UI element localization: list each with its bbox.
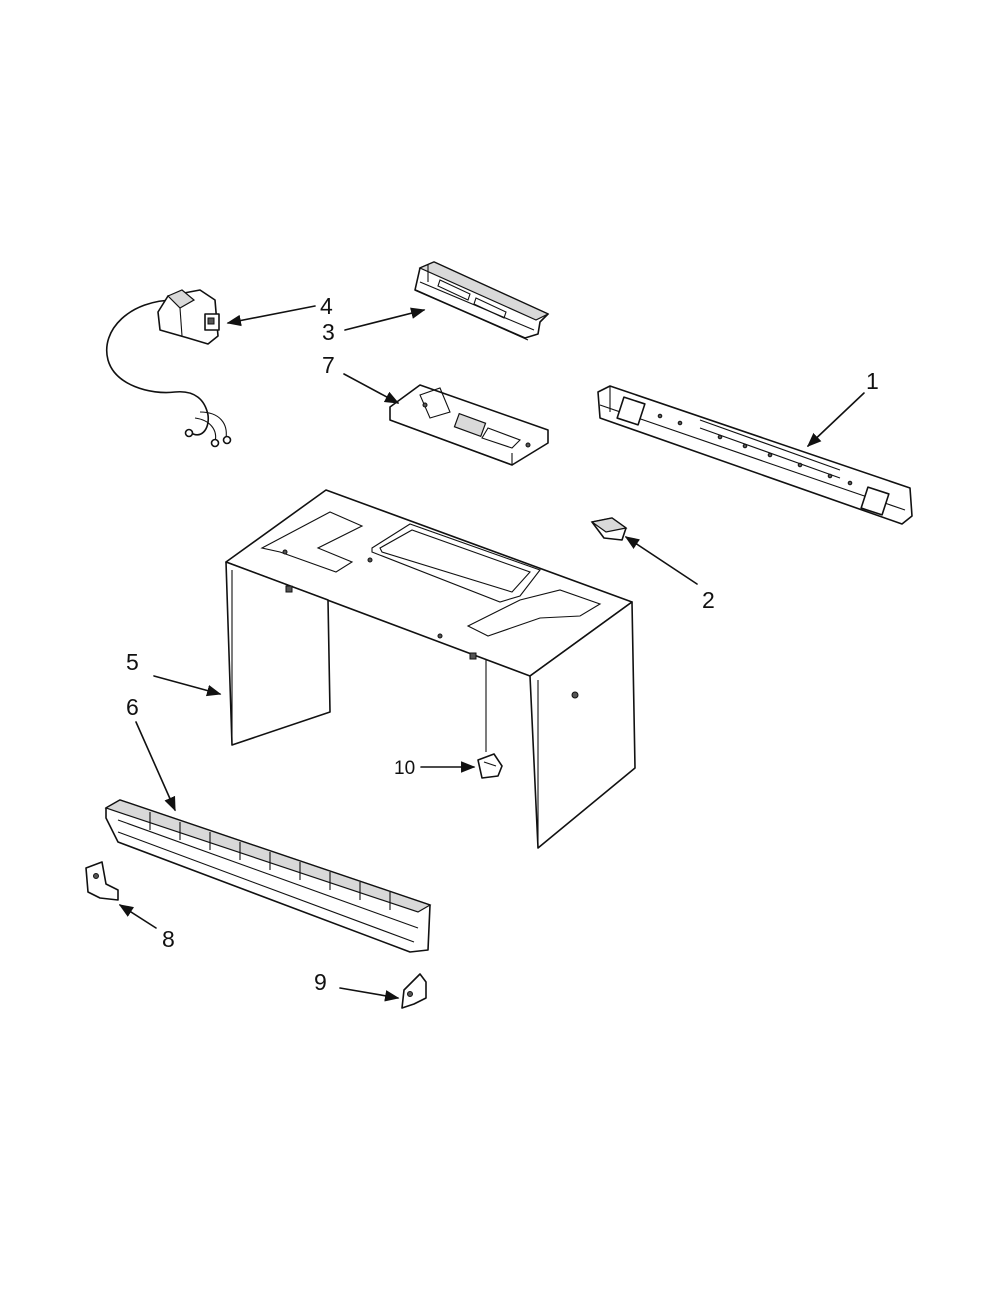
leader-1 bbox=[806, 392, 865, 447]
callout-7: 7 bbox=[322, 352, 335, 378]
callout-4: 4 bbox=[320, 293, 333, 319]
leader-7 bbox=[343, 373, 400, 404]
callout-9: 9 bbox=[314, 969, 327, 995]
callout-5: 5 bbox=[126, 649, 139, 675]
leader-4 bbox=[226, 305, 316, 327]
part-6-front-grille bbox=[104, 799, 432, 953]
part-9-bracket-right bbox=[401, 973, 427, 1009]
part-1-mounting-rail bbox=[597, 385, 913, 525]
callout-1: 1 bbox=[866, 368, 879, 394]
part-10-connector bbox=[477, 753, 503, 779]
callout-labels: 4 3 7 1 2 5 6 10 8 9 bbox=[126, 293, 879, 995]
leader-9 bbox=[339, 987, 400, 1002]
part-2-clip bbox=[590, 517, 628, 541]
leader-lines bbox=[118, 305, 865, 1002]
part-8-bracket-left bbox=[85, 861, 119, 901]
callout-10: 10 bbox=[394, 758, 415, 779]
part-7-mounting-plate bbox=[389, 384, 549, 466]
callout-8: 8 bbox=[162, 926, 175, 952]
part-4-power-connector bbox=[105, 289, 232, 448]
callout-2: 2 bbox=[702, 587, 715, 613]
leader-2 bbox=[624, 536, 698, 585]
leader-5 bbox=[153, 675, 222, 697]
leader-6 bbox=[135, 721, 176, 812]
callout-6: 6 bbox=[126, 694, 139, 720]
leader-8 bbox=[118, 904, 157, 929]
part-3-vent-cover bbox=[414, 261, 550, 341]
part-5-cabinet bbox=[225, 489, 636, 849]
leader-3 bbox=[344, 307, 426, 331]
callout-3: 3 bbox=[322, 319, 335, 345]
